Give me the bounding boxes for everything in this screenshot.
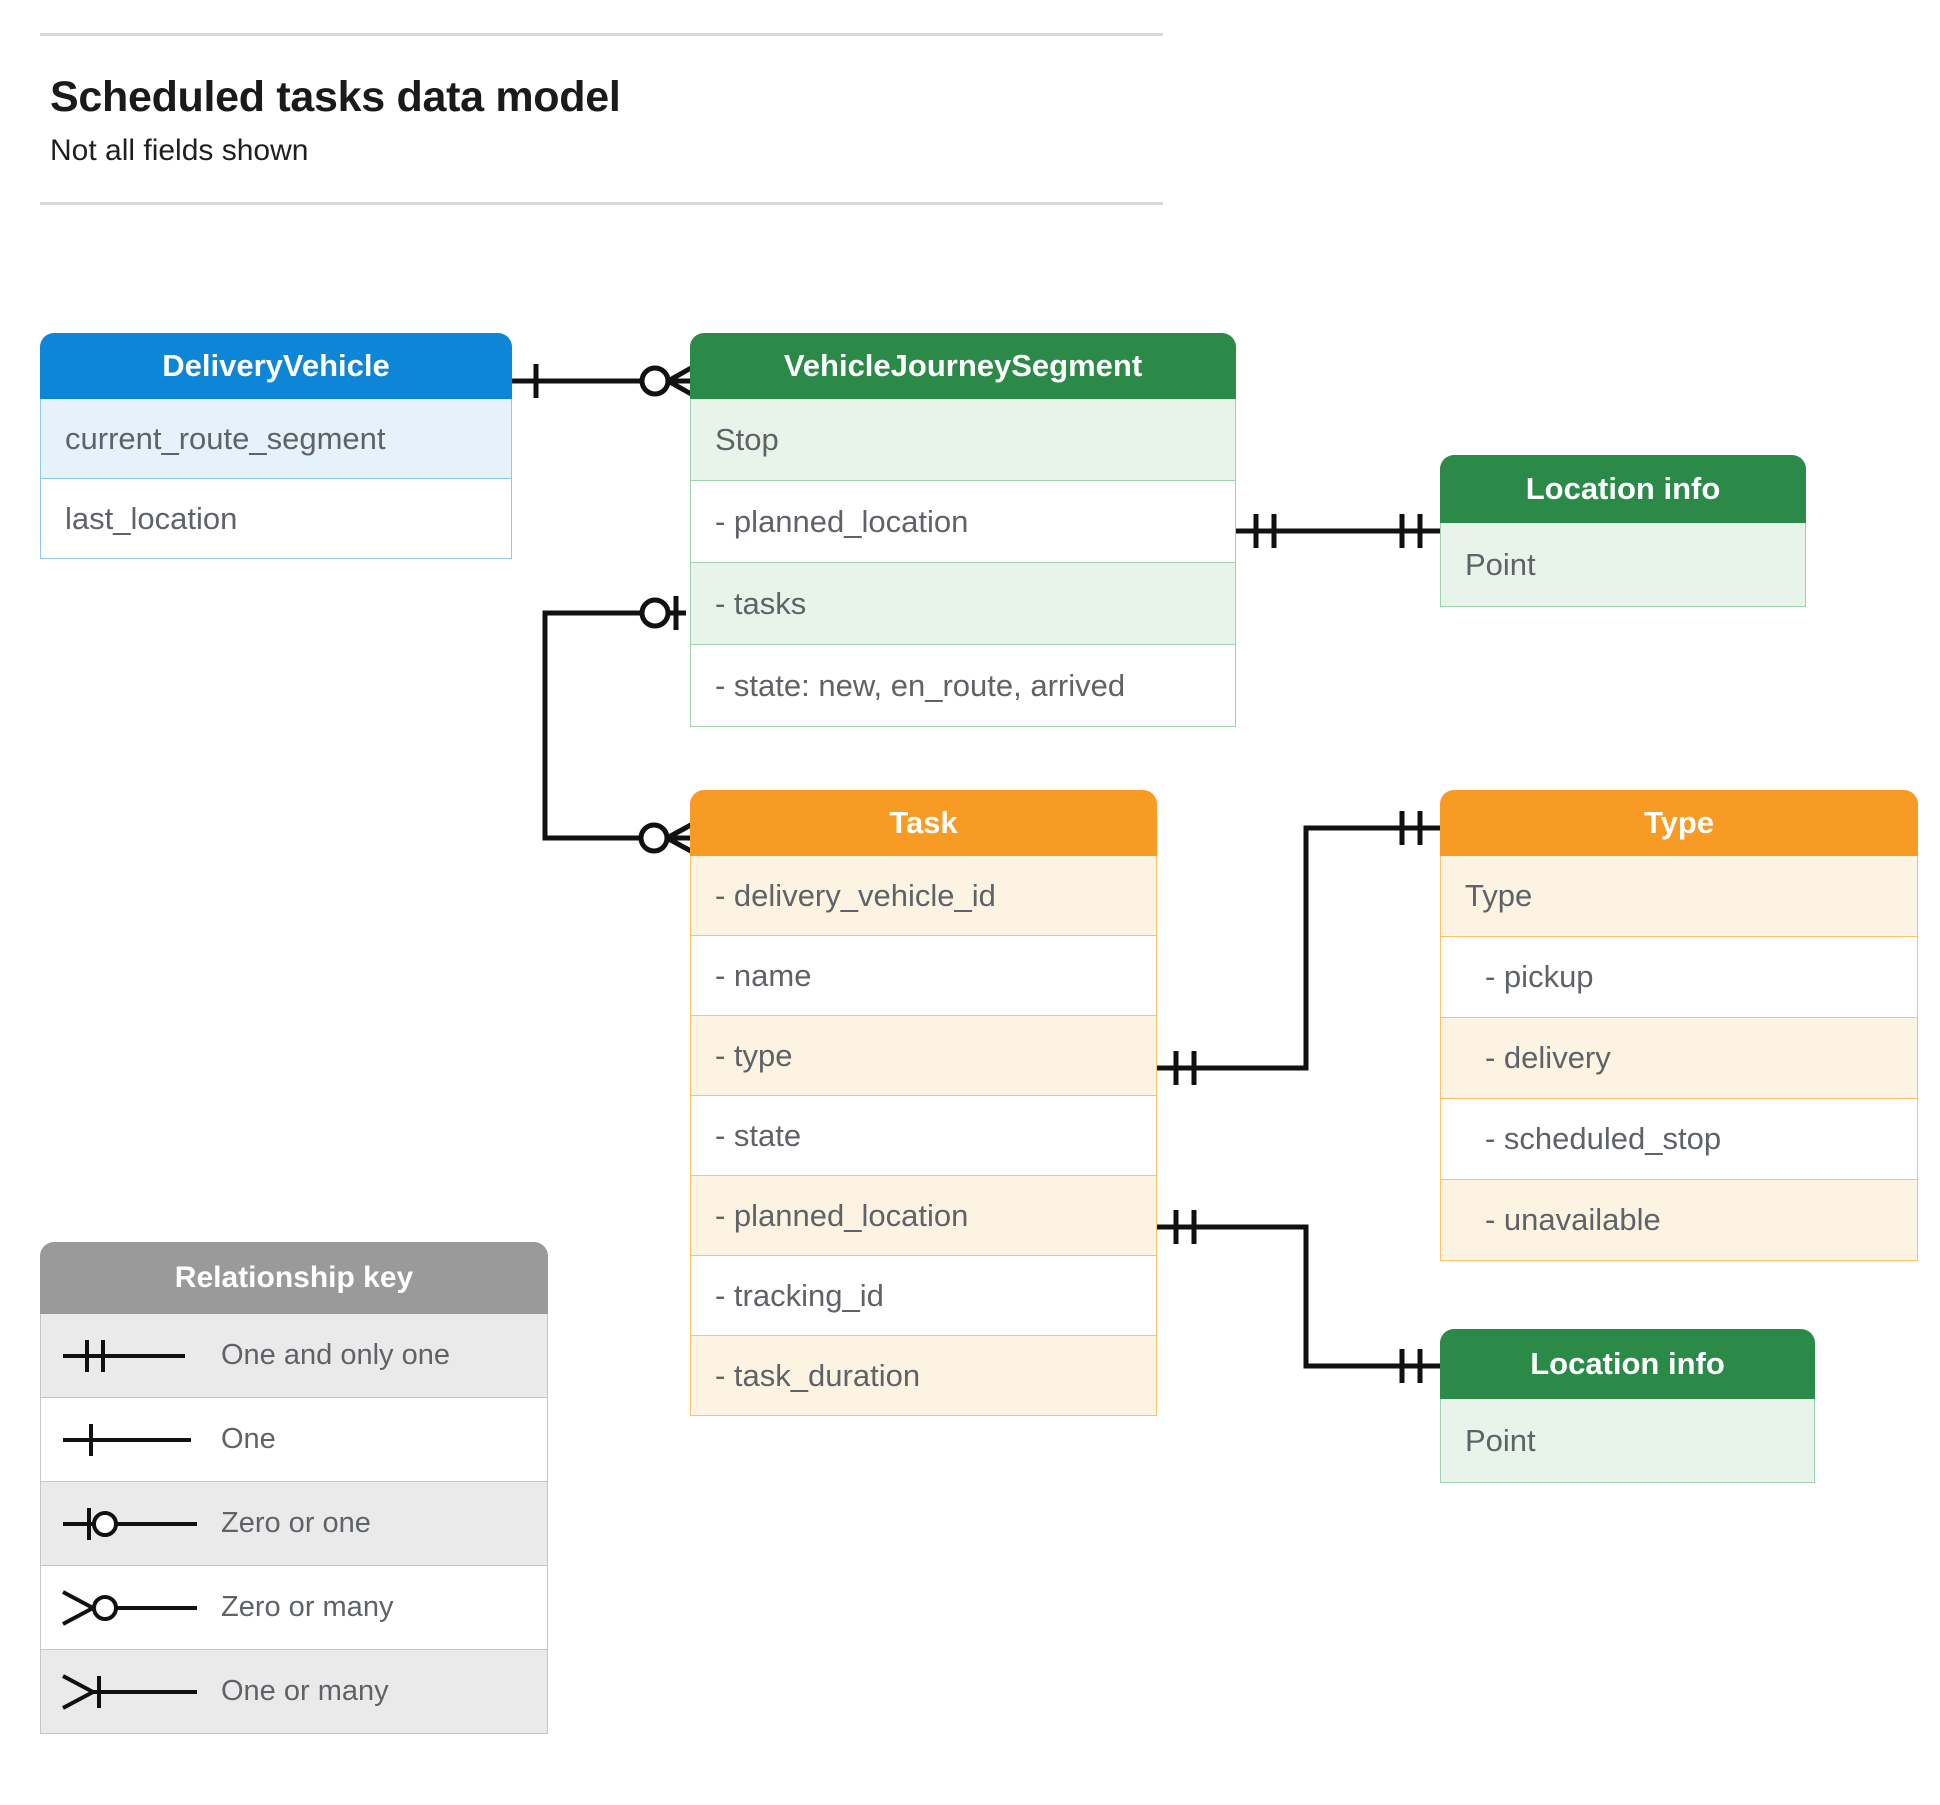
field-scheduled-stop[interactable]: - scheduled_stop: [1440, 1099, 1918, 1180]
field-current-route-segment[interactable]: current_route_segment: [40, 399, 512, 479]
field-unavailable[interactable]: - unavailable: [1440, 1180, 1918, 1261]
legend-item-zero-or-one[interactable]: Zero or one: [40, 1482, 548, 1566]
field-label: - tracking_id: [715, 1277, 884, 1313]
entity-type-header: Type: [1440, 790, 1918, 856]
legend-item-label: Zero or one: [221, 1507, 371, 1539]
field-label: - unavailable: [1485, 1202, 1661, 1237]
field-label: Point: [1465, 1422, 1536, 1458]
header-divider-top: [40, 33, 1163, 36]
field-label: - planned_location: [715, 1197, 969, 1233]
entity-vehicle-journey-segment-header: VehicleJourneySegment: [690, 333, 1236, 399]
field-label: Type: [1465, 878, 1533, 913]
field-label: Point: [1465, 546, 1536, 582]
legend-title: Relationship key: [174, 1261, 414, 1294]
field-label: - state: new, en_route, arrived: [715, 667, 1126, 703]
field-point[interactable]: Point: [1440, 523, 1806, 607]
zero-or-many-icon: [55, 1566, 205, 1649]
one-or-many-icon: [55, 1650, 205, 1733]
field-delivery-vehicle-id[interactable]: - delivery_vehicle_id: [690, 856, 1157, 936]
field-label: - tasks: [715, 585, 807, 621]
legend-item-one[interactable]: One: [40, 1398, 548, 1482]
one-and-only-one-icon: [55, 1314, 205, 1397]
page-subtitle: Not all fields shown: [50, 134, 309, 167]
entity-task-header: Task: [690, 790, 1157, 856]
field-delivery[interactable]: - delivery: [1440, 1018, 1918, 1099]
legend-header: Relationship key: [40, 1242, 548, 1314]
field-stop[interactable]: Stop: [690, 399, 1236, 481]
one-icon: [55, 1398, 205, 1481]
field-label: - task_duration: [715, 1357, 921, 1393]
entity-title: Type: [1643, 805, 1715, 840]
field-tasks[interactable]: - tasks: [690, 563, 1236, 645]
legend-item-zero-or-many[interactable]: Zero or many: [40, 1566, 548, 1650]
field-type-label[interactable]: Type: [1440, 856, 1918, 937]
field-state[interactable]: - state: new, en_route, arrived: [690, 645, 1236, 727]
entity-delivery-vehicle-header: DeliveryVehicle: [40, 333, 512, 399]
field-label: - pickup: [1485, 959, 1594, 994]
entity-title: DeliveryVehicle: [162, 348, 390, 383]
entity-location-info-bottom-header: Location info: [1440, 1329, 1815, 1399]
legend-item-label: One and only one: [221, 1339, 450, 1371]
field-pickup[interactable]: - pickup: [1440, 937, 1918, 1018]
field-label: - state: [715, 1117, 802, 1153]
field-label: - planned_location: [715, 503, 969, 539]
field-tracking-id[interactable]: - tracking_id: [690, 1256, 1157, 1336]
entity-location-info-top[interactable]: Location info Point: [1440, 455, 1806, 607]
field-planned-location[interactable]: - planned_location: [690, 481, 1236, 563]
entity-title: Location info: [1525, 471, 1721, 506]
field-planned-location[interactable]: - planned_location: [690, 1176, 1157, 1256]
field-type[interactable]: - type: [690, 1016, 1157, 1096]
page-title: Scheduled tasks data model: [50, 73, 621, 121]
legend-item-one-and-only-one[interactable]: One and only one: [40, 1314, 548, 1398]
entity-location-info-bottom[interactable]: Location info Point: [1440, 1329, 1815, 1483]
legend-relationship-key[interactable]: Relationship key One and only one One: [40, 1242, 548, 1734]
legend-item-label: Zero or many: [221, 1591, 394, 1623]
field-task-duration[interactable]: - task_duration: [690, 1336, 1157, 1416]
entity-title: Task: [889, 805, 958, 840]
entity-title: VehicleJourneySegment: [783, 348, 1143, 383]
field-label: - delivery_vehicle_id: [715, 877, 996, 913]
header-divider-bottom: [40, 202, 1163, 205]
field-label: - scheduled_stop: [1485, 1121, 1722, 1156]
field-label: Stop: [715, 421, 779, 457]
legend-item-label: One: [221, 1423, 276, 1455]
entity-type[interactable]: Type Type - pickup - delivery - schedule…: [1440, 790, 1918, 1261]
field-last-location[interactable]: last_location: [40, 479, 512, 559]
field-label: - name: [715, 957, 812, 993]
field-label: - type: [715, 1037, 793, 1073]
entity-location-info-top-header: Location info: [1440, 455, 1806, 523]
legend-item-one-or-many[interactable]: One or many: [40, 1650, 548, 1734]
field-point[interactable]: Point: [1440, 1399, 1815, 1483]
entity-title: Location info: [1530, 1346, 1725, 1381]
field-state[interactable]: - state: [690, 1096, 1157, 1176]
legend-item-label: One or many: [221, 1675, 389, 1707]
entity-task[interactable]: Task - delivery_vehicle_id - name - type…: [690, 790, 1157, 1416]
field-label: last_location: [65, 500, 238, 536]
field-label: - delivery: [1485, 1040, 1611, 1075]
zero-or-one-icon: [55, 1482, 205, 1565]
entity-vehicle-journey-segment[interactable]: VehicleJourneySegment Stop - planned_loc…: [690, 333, 1236, 727]
entity-delivery-vehicle[interactable]: DeliveryVehicle current_route_segment la…: [40, 333, 512, 559]
field-label: current_route_segment: [65, 420, 386, 456]
field-name[interactable]: - name: [690, 936, 1157, 1016]
